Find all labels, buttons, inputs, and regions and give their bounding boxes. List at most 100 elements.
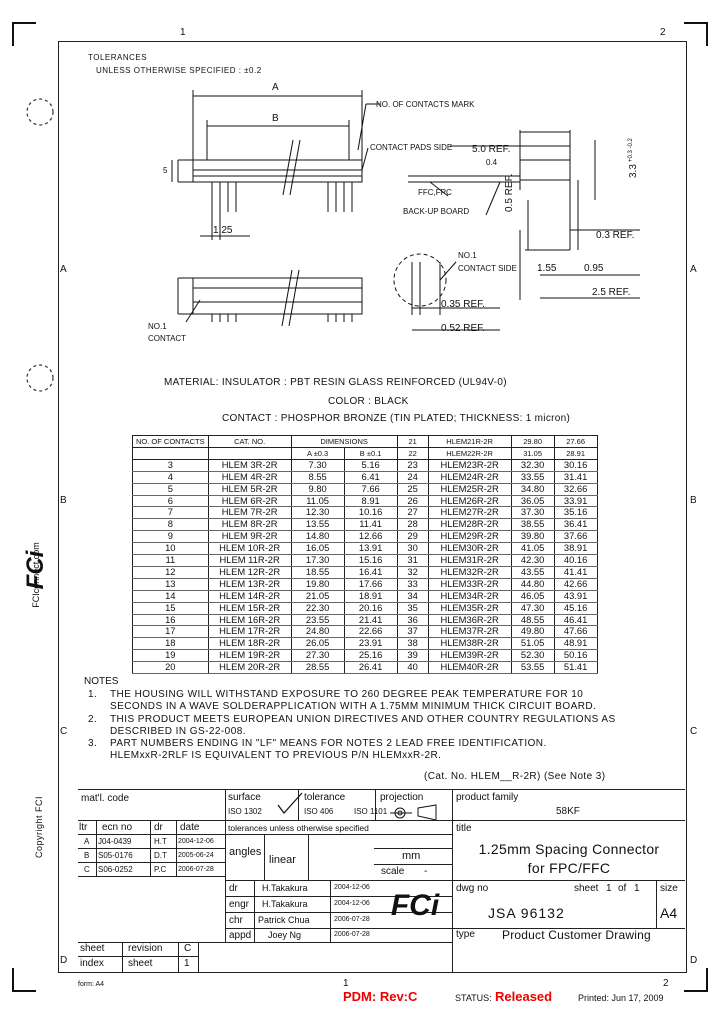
- tb-divider: [656, 880, 657, 928]
- header-cat-no: CAT. NO.: [207, 435, 292, 448]
- tol-unless-label: tolerances unless otherwise specified: [228, 823, 369, 833]
- table-cell: 32.66: [553, 483, 598, 496]
- tb-rule: [374, 864, 452, 865]
- status-value: Released: [495, 989, 553, 1004]
- projection-label: projection: [380, 792, 424, 803]
- table-cell: 33.55: [510, 471, 555, 484]
- table-cell: 13.91: [343, 542, 398, 556]
- table-cell: 5: [132, 483, 209, 496]
- table-cell: 31: [396, 554, 429, 567]
- zone-label: B: [60, 495, 67, 506]
- contact-side-label: CONTACT SIDE: [458, 264, 517, 273]
- approval-role: engr: [229, 899, 250, 910]
- notes-title: NOTES: [84, 676, 119, 687]
- sheet-number-label: sheet: [128, 958, 153, 969]
- contact-pads-side-label: CONTACT PADS SIDE: [370, 143, 453, 152]
- table-cell: HLEM 18R-2R: [207, 637, 292, 651]
- table-cell: 17: [132, 626, 209, 639]
- table-cell: 12.30: [290, 506, 345, 520]
- status-label: STATUS:: [455, 993, 492, 1003]
- table-cell: HLEM22R-2R: [427, 447, 512, 460]
- zone-label: D: [690, 955, 698, 966]
- table-cell: 31.41: [553, 471, 598, 484]
- table-cell: 4: [132, 471, 209, 484]
- tb-divider: [298, 790, 299, 820]
- table-cell: 11.41: [343, 518, 398, 532]
- table-cell: 29.80: [510, 435, 555, 448]
- tb-divider: [150, 820, 151, 876]
- dim-5-label: 5: [163, 166, 168, 175]
- iso1302-label: ISO 1302: [228, 807, 262, 816]
- zone-label: 1: [343, 978, 349, 989]
- table-cell: 48.91: [553, 637, 598, 651]
- product-family-value: 58KF: [556, 806, 580, 817]
- rev-ltr: B: [84, 851, 90, 860]
- table-cell: HLEM24R-2R: [427, 471, 512, 484]
- note-line: PART NUMBERS ENDING IN "LF" MEANS FOR NO…: [110, 738, 547, 750]
- table-cell: 38: [396, 637, 429, 651]
- table-cell: HLEM 12R-2R: [207, 566, 292, 579]
- table-cell: 11.05: [290, 495, 345, 508]
- approval-date: 2004-12-06: [334, 900, 370, 907]
- tb-rule: [78, 820, 452, 821]
- table-cell: 22.30: [290, 602, 345, 615]
- table-cell: 46.05: [510, 590, 555, 603]
- table-cell: HLEM35R-2R: [427, 602, 512, 615]
- matl-code-label: mat'l. code: [81, 793, 130, 804]
- printed-date: Printed: Jun 17, 2009: [578, 993, 664, 1003]
- table-cell: 44.80: [510, 578, 555, 591]
- zone-label: 1: [180, 27, 186, 38]
- table-cell: 12: [132, 566, 209, 579]
- size-value: A4: [660, 905, 678, 921]
- no1-bottom-label: NO.1: [148, 322, 167, 331]
- table-cell: 18: [132, 637, 209, 651]
- note-line: HLEMxxR-2RLF IS EQUIVALENT TO PREVIOUS P…: [110, 750, 442, 762]
- table-cell: 10.16: [343, 506, 398, 520]
- rev-header: ltr: [79, 822, 88, 833]
- table-cell: 6: [132, 495, 209, 508]
- sheet-index-label: index: [80, 958, 104, 969]
- table-cell: 27.30: [290, 649, 345, 663]
- table-cell: HLEM 17R-2R: [207, 626, 292, 639]
- angles-label: angles: [229, 846, 262, 858]
- table-cell: HLEM 7R-2R: [207, 506, 292, 520]
- scale-value: -: [424, 866, 428, 877]
- table-cell: HLEM30R-2R: [427, 542, 512, 556]
- table-cell: 49.80: [510, 626, 555, 639]
- table-cell: [207, 447, 292, 460]
- rev-dr: H.T: [154, 837, 167, 846]
- table-cell: HLEM26R-2R: [427, 495, 512, 508]
- table-cell: HLEM31R-2R: [427, 554, 512, 567]
- table-cell: 7.66: [343, 483, 398, 496]
- approval-role: chr: [229, 915, 243, 926]
- table-cell: 18.55: [290, 566, 345, 579]
- title-line-1: 1.25mm Spacing Connector: [478, 841, 660, 857]
- corner-mark: [684, 22, 708, 46]
- revision-label: revision: [128, 943, 163, 954]
- table-cell: 23.55: [290, 614, 345, 627]
- header-contacts: NO. OF CONTACTS: [132, 435, 209, 448]
- table-cell: 35.16: [553, 506, 598, 520]
- approval-name: Joey Ng: [268, 930, 302, 940]
- note-item: 2.THIS PRODUCT MEETS EUROPEAN UNION DIRE…: [88, 714, 688, 726]
- table-cell: HLEM27R-2R: [427, 506, 512, 520]
- table-cell: HLEM33R-2R: [427, 578, 512, 591]
- of-label: of: [618, 883, 627, 894]
- table-cell: HLEM 16R-2R: [207, 614, 292, 627]
- rev-ltr: A: [84, 837, 90, 846]
- table-cell: HLEM39R-2R: [427, 649, 512, 663]
- table-cell: 23.91: [343, 637, 398, 651]
- dim-125-label: 1.25: [213, 225, 233, 236]
- zone-label: A: [690, 264, 697, 275]
- table-cell: HLEM 14R-2R: [207, 590, 292, 603]
- note-num: 1.: [88, 689, 98, 700]
- table-cell: 27: [396, 506, 429, 520]
- pdm-revision: PDM: Rev:C: [343, 989, 418, 1004]
- table-cell: 22.66: [343, 626, 398, 639]
- table-cell: 34.80: [510, 483, 555, 496]
